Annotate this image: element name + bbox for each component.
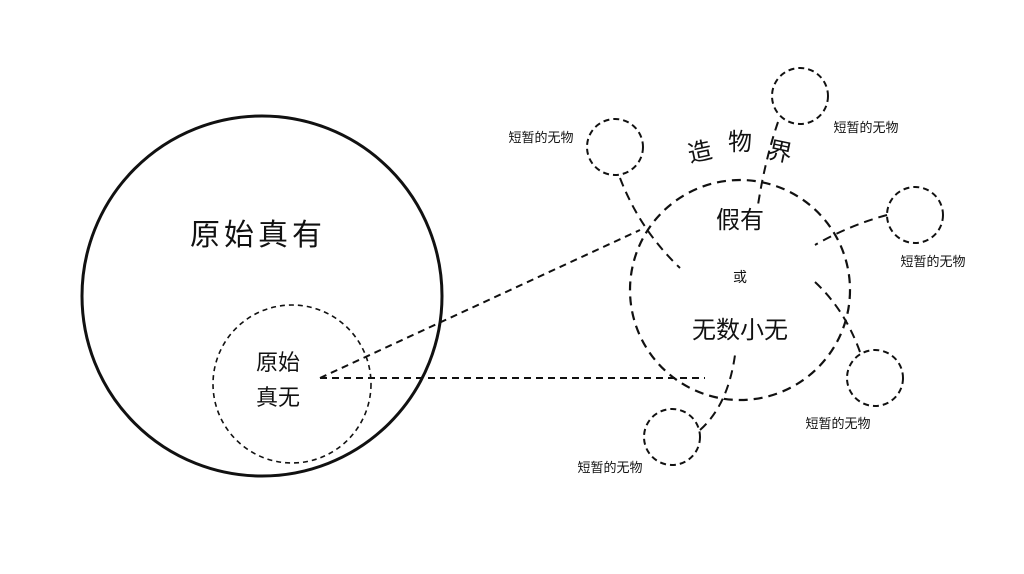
- creation-realm-title-2: 物: [728, 128, 752, 156]
- creation-realm-title-1: 造: [685, 136, 714, 168]
- transient-nothing-label: 短暂的无物: [900, 254, 965, 270]
- false-being-label: 假有: [716, 206, 764, 234]
- transient-nothing-4: 短暂的无物: [805, 281, 904, 432]
- projection-line-upper: [319, 229, 641, 379]
- original-true-nothing-circle: [212, 304, 372, 464]
- transient-nothing-label: 短暂的无物: [508, 130, 573, 146]
- creation-realm-circle: [628, 178, 852, 402]
- or-label: 或: [733, 270, 747, 286]
- transient-nothing-1: 短暂的无物: [508, 118, 681, 269]
- original-true-being-label: 原始真有: [190, 218, 326, 253]
- transient-nothing-3: 短暂的无物: [814, 186, 966, 270]
- original-true-nothing-label-2: 真无: [256, 386, 300, 411]
- original-true-nothing-label-1: 原始: [256, 351, 300, 376]
- transient-nothing-2: 短暂的无物: [757, 67, 899, 206]
- transient-nothing-label: 短暂的无物: [577, 460, 642, 476]
- transient-nothing-label: 短暂的无物: [833, 120, 898, 136]
- creation-realm-title-3: 界: [765, 136, 794, 168]
- transient-nothing-label: 短暂的无物: [805, 416, 870, 432]
- transient-nothing-5: 短暂的无物: [577, 354, 736, 476]
- original-true-being-circle: [80, 114, 444, 478]
- countless-small-nothings-label: 无数小无: [692, 316, 788, 344]
